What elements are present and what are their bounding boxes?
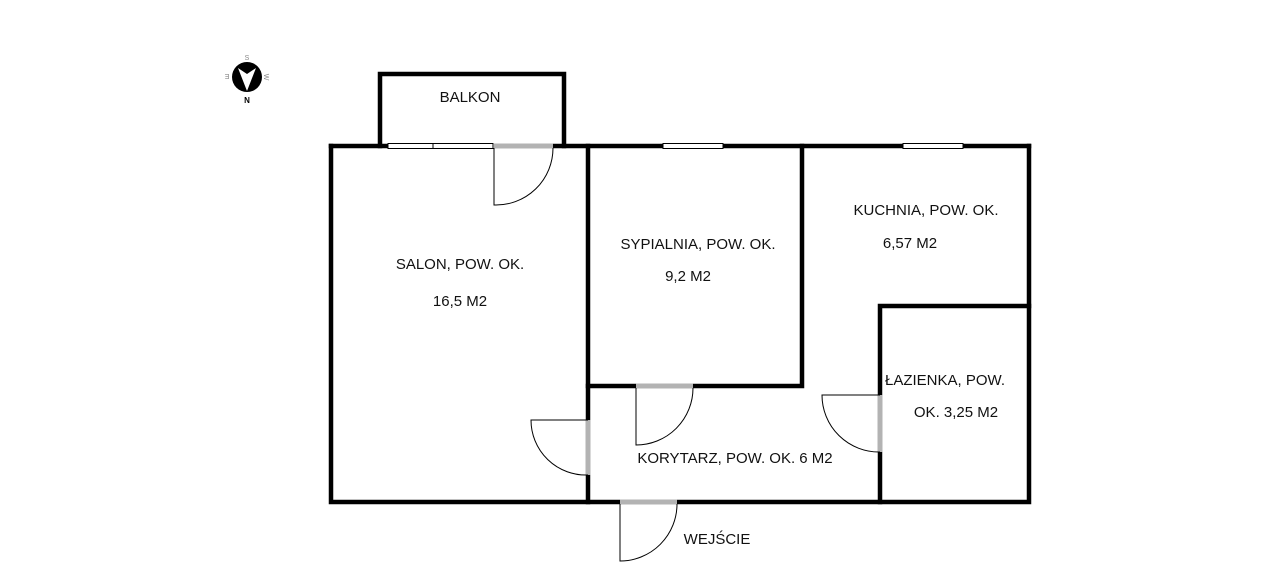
room-area-salon: 16,5 M2 <box>432 293 488 310</box>
door-swings <box>493 147 881 562</box>
room-area-lazienka: OK. 3,25 M2 <box>913 404 999 421</box>
room-label-lazienka: ŁAZIENKA, POW. <box>884 372 1006 389</box>
room-label-korytarz: KORYTARZ, POW. OK. 6 M2 <box>637 450 833 467</box>
door-openings <box>494 143 883 505</box>
windows <box>387 143 964 149</box>
room-label-kuchnia: KUCHNIA, POW. OK. <box>853 202 999 219</box>
room-label-salon: SALON, POW. OK. <box>395 256 525 273</box>
room-label-balkon: BALKON <box>439 89 501 106</box>
svg-text:E: E <box>224 72 229 79</box>
walls <box>328 71 1032 505</box>
room-label-sypialnia: SYPIALNIA, POW. OK. <box>620 236 776 253</box>
svg-text:S: S <box>245 55 250 62</box>
svg-text:W: W <box>262 74 269 81</box>
entrance-label: WEJŚCIE <box>683 531 751 548</box>
room-area-sypialnia: 9,2 M2 <box>665 268 711 285</box>
compass-icon: S N E W <box>224 55 269 105</box>
room-area-kuchnia: 6,57 M2 <box>882 235 938 252</box>
svg-text:N: N <box>244 96 250 105</box>
